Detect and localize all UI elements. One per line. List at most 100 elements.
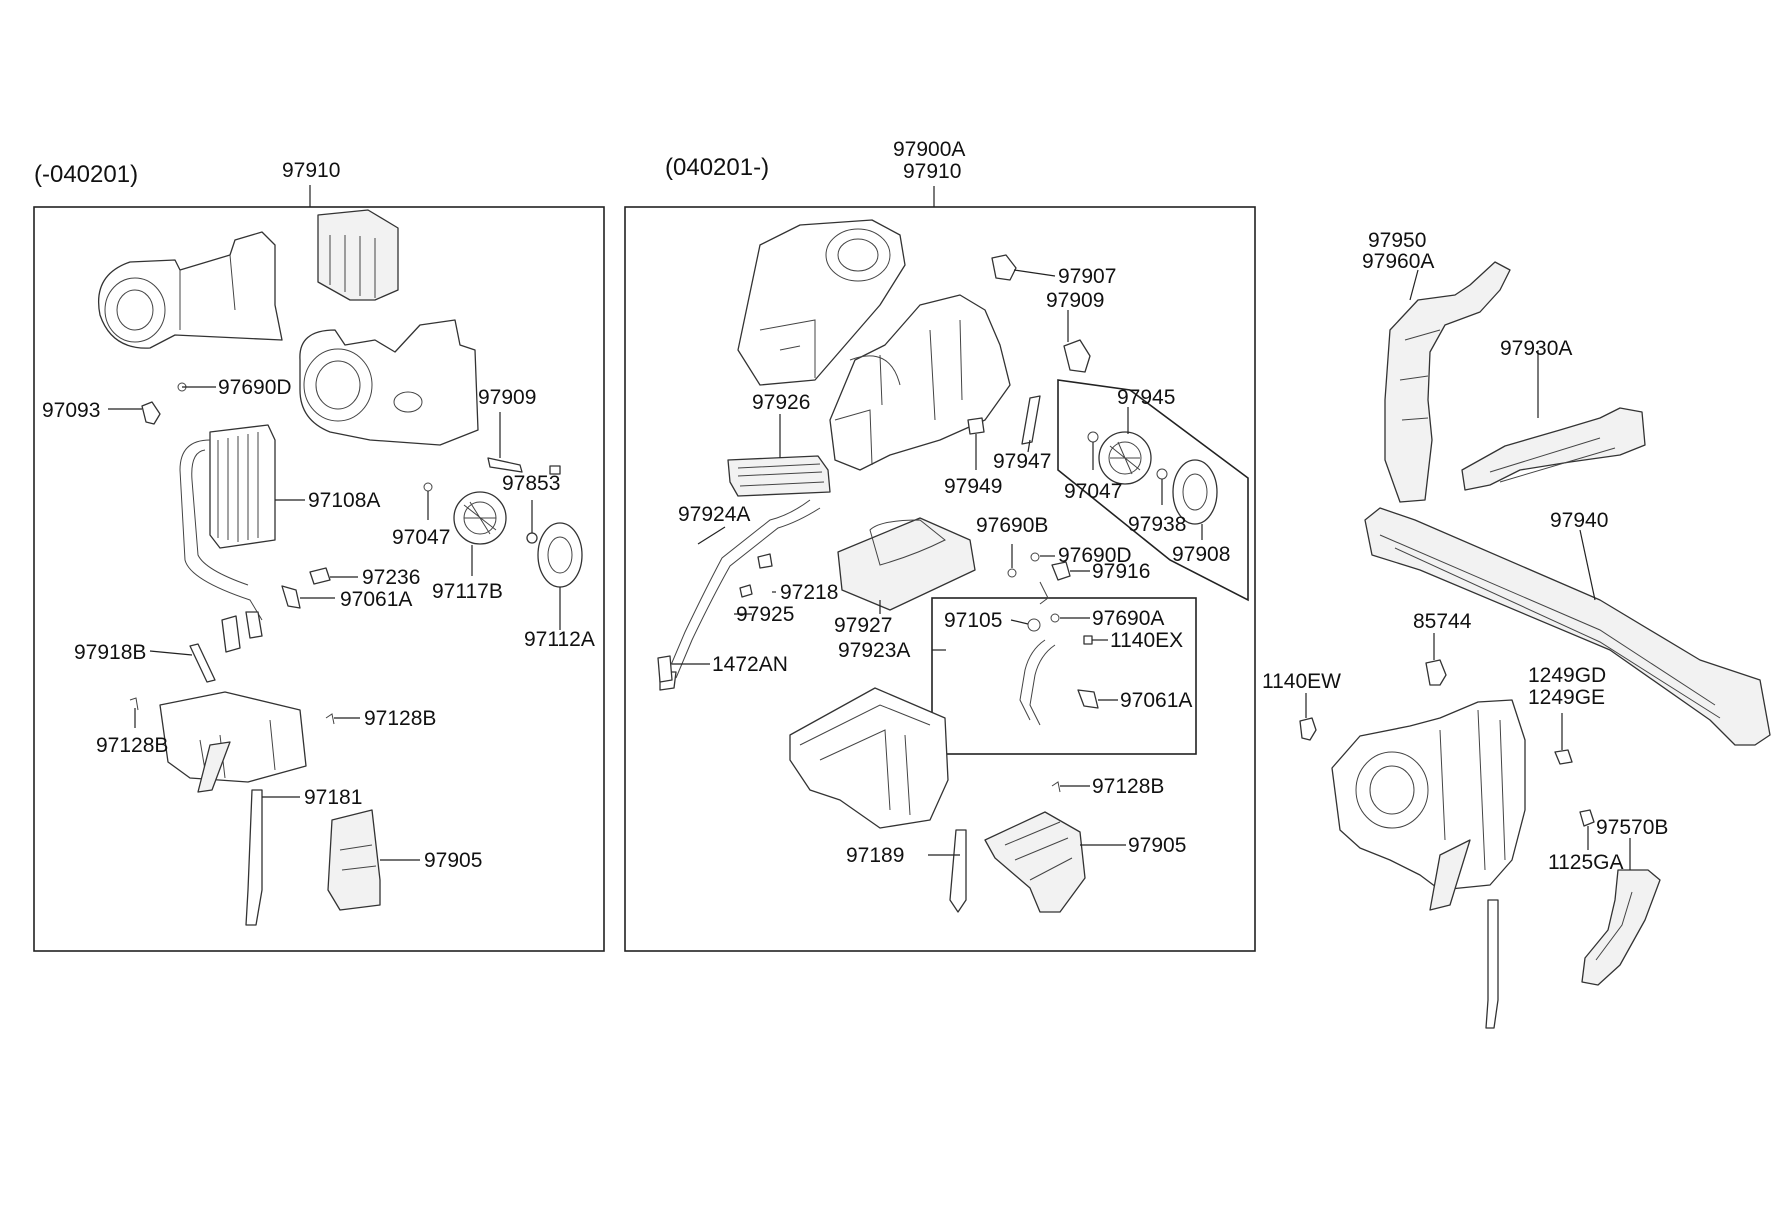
callout-middle-97938: 97938 [1128, 513, 1186, 536]
callout-middle-97923a: 97923A [838, 639, 910, 662]
middle-1472an-part [657, 655, 673, 683]
left-97117b-fan [453, 491, 507, 545]
callout-right-1140ew: 1140EW [1262, 670, 1341, 693]
right-97930a-duct [1461, 407, 1646, 491]
callout-right-85744: 85744 [1413, 610, 1472, 633]
callout-left-97918b: 97918B [74, 641, 146, 664]
callout-right-1249ge: 1249GE [1528, 686, 1605, 709]
middle-97927-heater-core [837, 517, 976, 611]
left-97128b-clip-a [129, 697, 139, 711]
middle-97945-motor-frame [1057, 379, 1249, 602]
callout-middle-97908: 97908 [1172, 543, 1230, 566]
callout-middle-97925: 97925 [736, 603, 794, 626]
callout-right-97960a: 97960A [1362, 250, 1434, 273]
callout-left-97128b-b: 97128B [364, 707, 436, 730]
right-85744-clip [1425, 659, 1447, 686]
callout-left-97047: 97047 [392, 526, 450, 549]
callout-middle-97047: 97047 [1064, 480, 1122, 503]
callout-left-97061a: 97061A [340, 588, 412, 611]
middle-assembly-label-1: 97900A [893, 138, 965, 161]
left-linkage [221, 611, 263, 653]
middle-97908-motor [1172, 459, 1218, 525]
left-assembly-label: 97910 [282, 159, 340, 182]
left-97853-screw [549, 465, 561, 475]
middle-assembly-label-2: 97910 [903, 160, 961, 183]
middle-blower-upper-case [737, 219, 906, 386]
middle-97690d-oring [1030, 552, 1040, 562]
callout-middle-97924a: 97924A [678, 503, 750, 526]
callout-right-1249gd: 1249GD [1528, 664, 1606, 687]
callout-left-97117b: 97117B [432, 580, 503, 603]
callout-left-97181: 97181 [304, 786, 362, 809]
left-97047-clip [423, 482, 433, 492]
middle-97909-sensor [1063, 339, 1091, 373]
callout-left-97112a: 97112A [524, 628, 595, 651]
right-97950-duct [1384, 261, 1511, 503]
left-nut [526, 532, 538, 544]
callout-right-97940: 97940 [1550, 509, 1608, 532]
callout-middle-97690b: 97690B [976, 514, 1048, 537]
left-97112a-motor [537, 522, 583, 588]
middle-fan-wheel [1098, 431, 1152, 485]
left-duct-cover [317, 209, 399, 301]
left-97093-part [141, 401, 161, 425]
middle-97128b-clip [1051, 781, 1061, 793]
middle-97916-part [1039, 561, 1071, 605]
middle-97690b-oring [1007, 568, 1017, 578]
left-97909-sensor [487, 457, 523, 473]
callout-middle-97690a: 97690A [1092, 607, 1164, 630]
callout-middle-97105: 97105 [944, 609, 1002, 632]
right-hvac-unit [1331, 699, 1526, 911]
callout-middle-97947: 97947 [993, 450, 1051, 473]
right-unit-drain [1485, 899, 1499, 1029]
callout-middle-1472an: 1472AN [712, 653, 788, 676]
left-97128b-clip-b [325, 713, 335, 725]
callout-left-97128b-a: 97128B [96, 734, 168, 757]
right-1140ew-screw [1299, 717, 1317, 741]
middle-1140ex-screw [1083, 635, 1093, 645]
middle-97218-part [757, 553, 773, 569]
callout-right-97570b: 97570B [1596, 816, 1668, 839]
callout-left-97853: 97853 [502, 472, 560, 495]
right-1249gd-bolt [1554, 749, 1573, 765]
callout-middle-97926: 97926 [752, 391, 810, 414]
callout-middle-97927: 97927 [834, 614, 892, 637]
callout-middle-97690d: 97690D [1058, 544, 1132, 567]
middle-expansion-pipe [1019, 639, 1056, 726]
callout-left-97236: 97236 [362, 566, 420, 589]
middle-97938-clip [1156, 468, 1168, 480]
callout-middle-97945: 97945 [1117, 386, 1175, 409]
right-97940-duct [1364, 507, 1771, 746]
left-lower-case [159, 691, 307, 793]
callout-middle-97128b: 97128B [1092, 775, 1164, 798]
left-97918b-rod [189, 643, 216, 683]
left-panel-frame [33, 206, 605, 952]
middle-97189-drain [949, 829, 967, 913]
callout-right-97950: 97950 [1368, 229, 1426, 252]
middle-panel-frame [624, 206, 1256, 952]
middle-range-header: (040201-) [665, 154, 769, 181]
callout-middle-97907: 97907 [1058, 265, 1116, 288]
callout-middle-97189: 97189 [846, 844, 904, 867]
callout-middle-97909: 97909 [1046, 289, 1104, 312]
left-heater-housing [299, 319, 479, 446]
middle-97947-part [1021, 395, 1041, 445]
left-97061a-lever [281, 585, 301, 609]
right-97570b-duct [1581, 869, 1661, 986]
middle-97907-sensor [991, 254, 1017, 281]
middle-subassembly-frame [931, 597, 1197, 755]
callout-middle-97061a: 97061A [1120, 689, 1192, 712]
middle-lower-case [789, 687, 949, 829]
middle-97925-part [739, 584, 753, 598]
callout-left-97093: 97093 [42, 399, 100, 422]
callout-left-97909: 97909 [478, 386, 536, 409]
left-evaporator [179, 424, 276, 621]
left-97181-drain [245, 789, 263, 926]
callout-middle-1140ex: 1140EX [1110, 629, 1183, 652]
left-97236-actuator [309, 567, 331, 585]
callout-left-97690d: 97690D [218, 376, 292, 399]
middle-97047-clip [1087, 431, 1099, 443]
callout-left-97905: 97905 [424, 849, 482, 872]
callout-middle-97905: 97905 [1128, 834, 1186, 857]
